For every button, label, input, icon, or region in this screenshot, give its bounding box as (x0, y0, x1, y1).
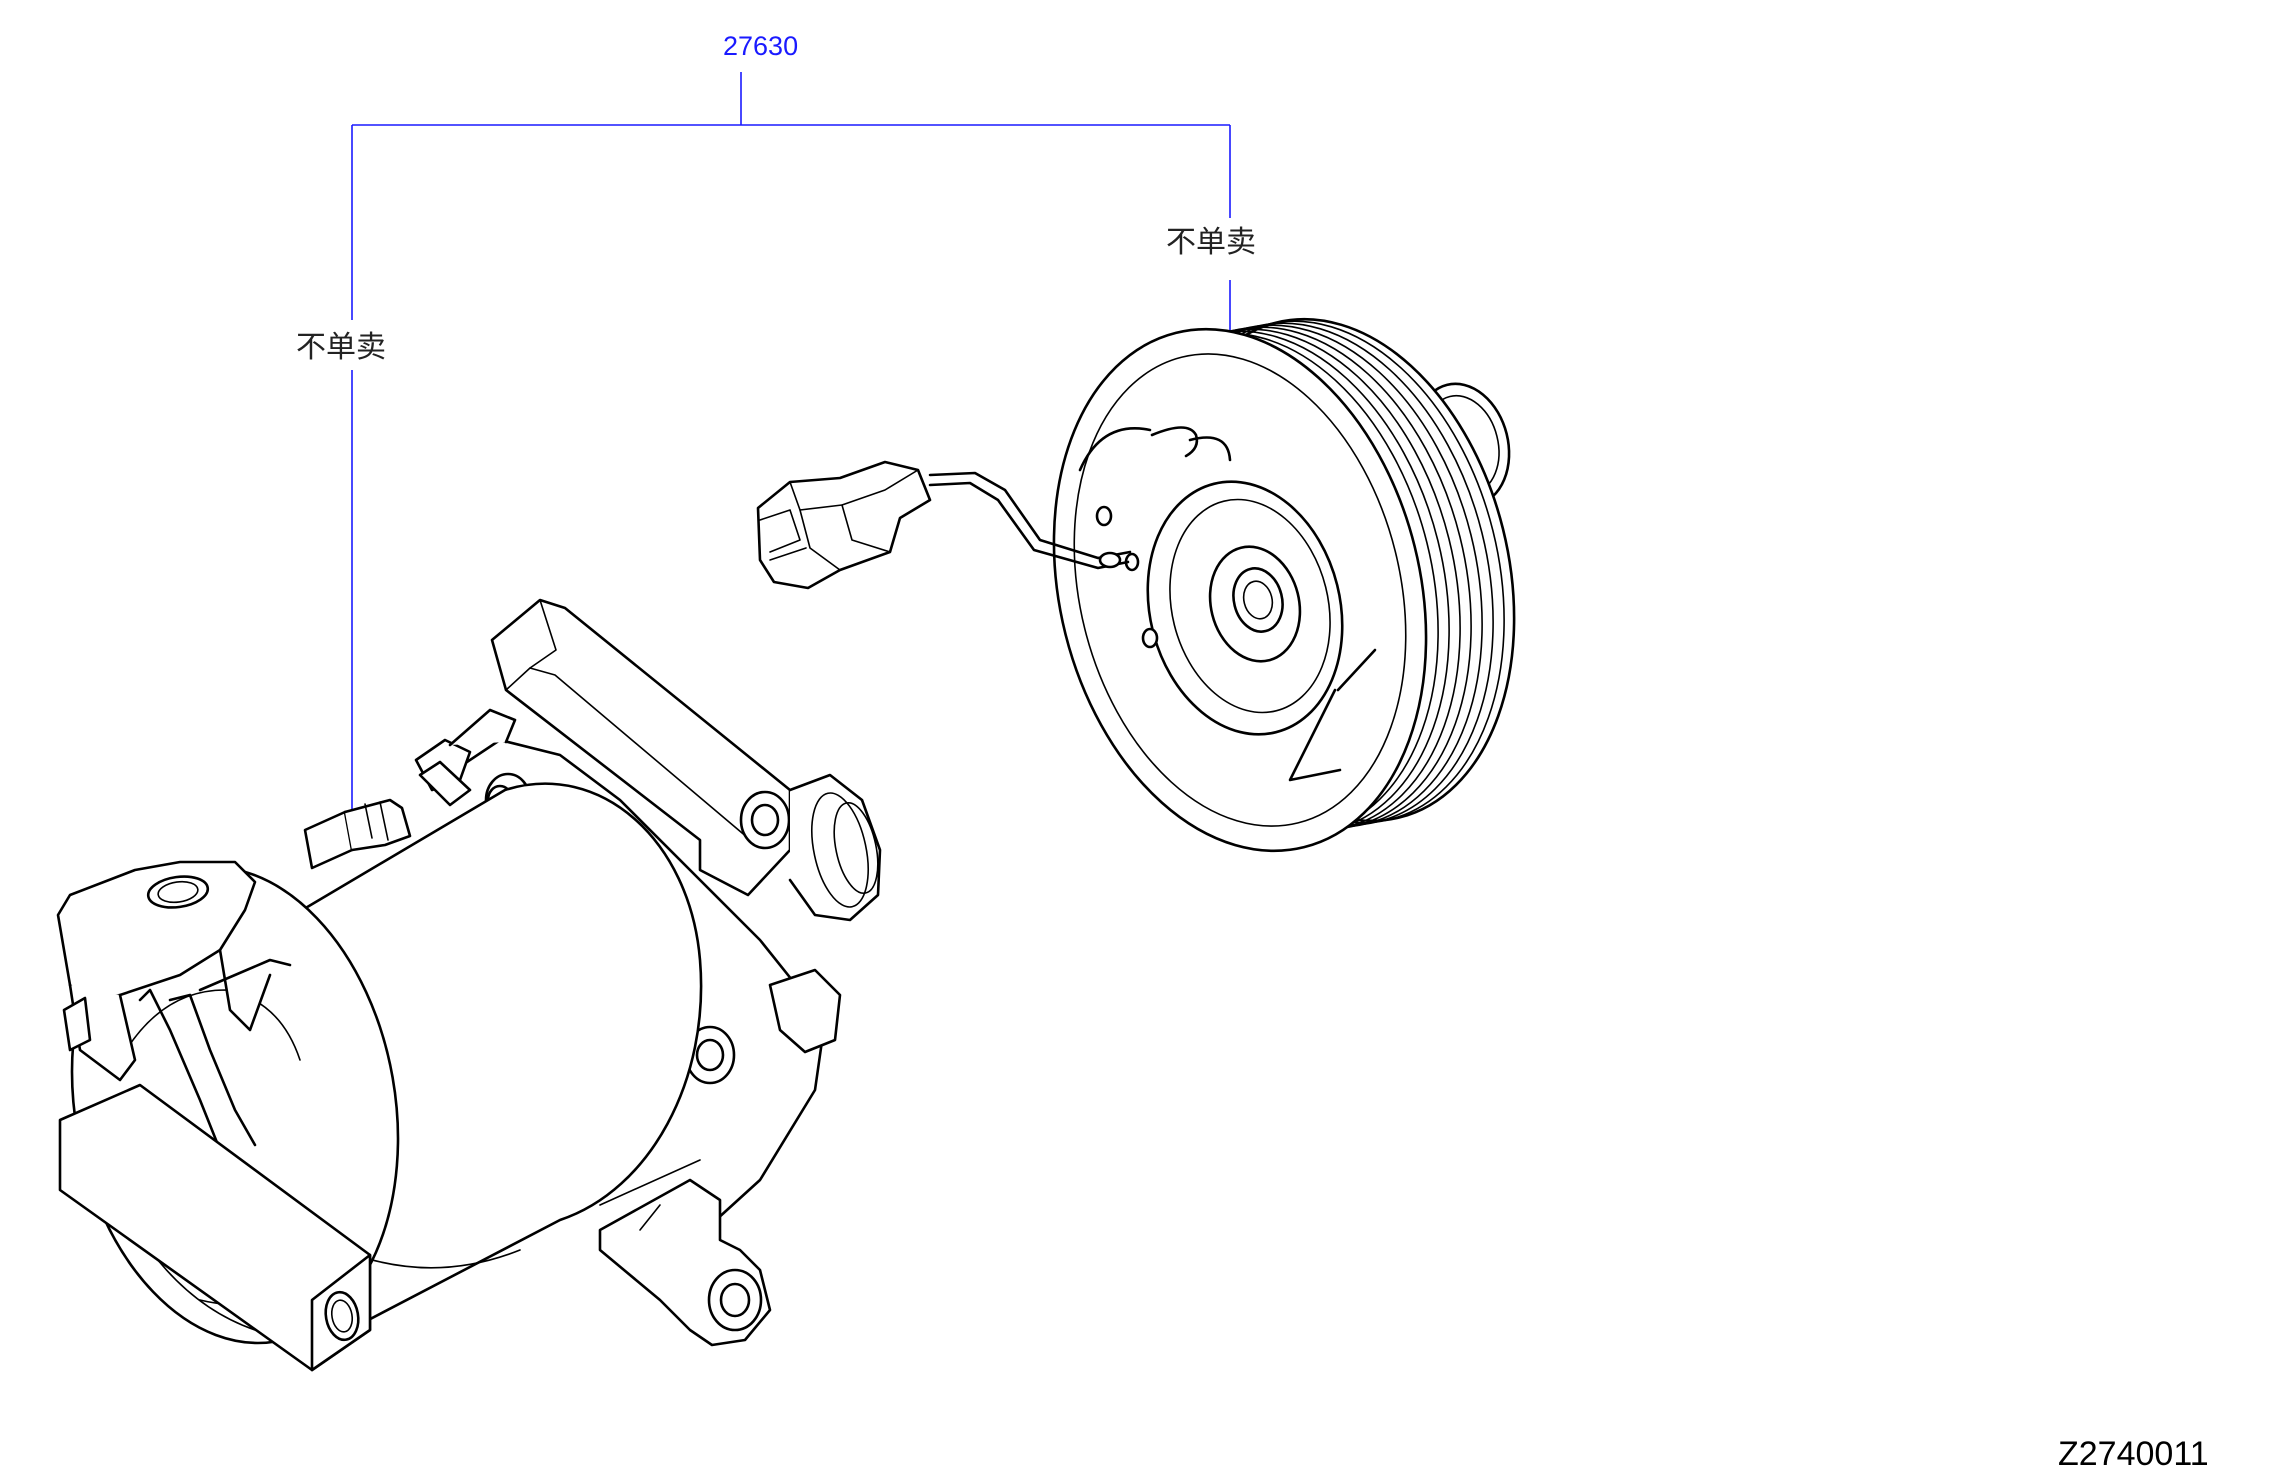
figure-code: Z2740011 (2058, 1435, 2209, 1473)
not-sold-separately-label-left: 不单卖 (296, 330, 386, 365)
part-number-label[interactable]: 27630 (723, 31, 798, 61)
compressor-illustration (56, 598, 882, 1372)
callout-leaders (351, 72, 1231, 815)
clutch-pulley-illustration (756, 317, 1516, 853)
not-sold-separately-label-right: 不单卖 (1166, 225, 1256, 260)
